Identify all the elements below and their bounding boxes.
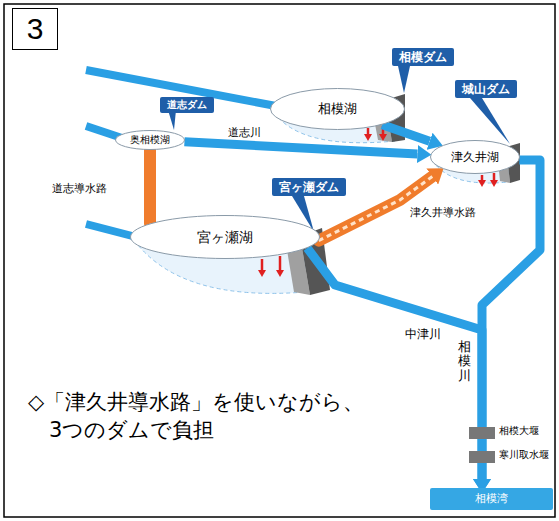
- node-text: 相模湖: [318, 101, 357, 117]
- weir-block: [469, 427, 495, 439]
- node-text: 宮ヶ瀬ダム: [279, 180, 339, 194]
- conduit-pipe: [144, 150, 156, 223]
- weir-label: 寒川取水堰: [499, 449, 549, 461]
- node-text: 3: [27, 11, 44, 47]
- sea-box: 相模湾: [430, 488, 553, 510]
- lake-surface: [431, 141, 520, 174]
- node-text: 城山ダム: [462, 82, 510, 96]
- river-label: 道志川: [228, 126, 261, 139]
- lake-surface: [116, 131, 185, 150]
- river-flow: [184, 142, 417, 154]
- river-label: 道志導水路: [52, 182, 107, 195]
- weir-block: [469, 451, 495, 463]
- lake-shape: 宮ヶ瀬湖: [130, 215, 320, 259]
- water-level-arrow: [481, 175, 484, 180]
- lake-surface: [271, 89, 405, 130]
- river-label: 中津川: [405, 327, 441, 341]
- node-text: 奥相模湖: [130, 134, 170, 146]
- dam-callout: 相模ダム: [392, 48, 454, 66]
- node-text: 津久井湖: [451, 150, 499, 164]
- connector-group: [184, 142, 417, 154]
- connector-group: [382, 125, 429, 141]
- lake-shape: 相模湖: [270, 88, 405, 130]
- outer-frame: [4, 4, 555, 517]
- callout-number: 3: [12, 8, 58, 50]
- river-flow: [382, 125, 429, 141]
- lake-surface: [131, 216, 320, 259]
- lake-shape: 奥相模湖: [115, 130, 185, 150]
- water-level-arrow: [279, 256, 282, 270]
- caption-text: ◇「津久井導水路」を使いながら、 3つのダムで負担: [28, 388, 458, 445]
- inflow-river: [86, 126, 122, 138]
- connector-group: [150, 150, 151, 223]
- water-level-arrow: [367, 128, 370, 134]
- dam-callout: 城山ダム: [455, 80, 517, 98]
- callout-pointer: [168, 110, 176, 130]
- water-level-arrow: [493, 173, 496, 180]
- weir-label: 相模大堰: [499, 425, 539, 437]
- callout-pointer: [470, 98, 510, 144]
- river-label: 津久井導水路: [410, 206, 476, 219]
- connector-group: [307, 248, 482, 479]
- river-label: 相模川: [458, 340, 471, 383]
- node-text: 相模湾: [475, 492, 508, 505]
- lake-shape: 津久井湖: [430, 140, 520, 174]
- dam-callout: 道志ダム: [160, 97, 214, 113]
- node-text: 宮ヶ瀬湖: [197, 229, 253, 246]
- node-text: 道志ダム: [167, 99, 207, 111]
- dam-callout: 宮ヶ瀬ダム: [272, 178, 346, 196]
- node-text: 相模ダム: [399, 50, 447, 64]
- callout-pointer: [398, 66, 410, 93]
- water-level-arrow: [261, 259, 264, 270]
- river-flow: [307, 248, 482, 479]
